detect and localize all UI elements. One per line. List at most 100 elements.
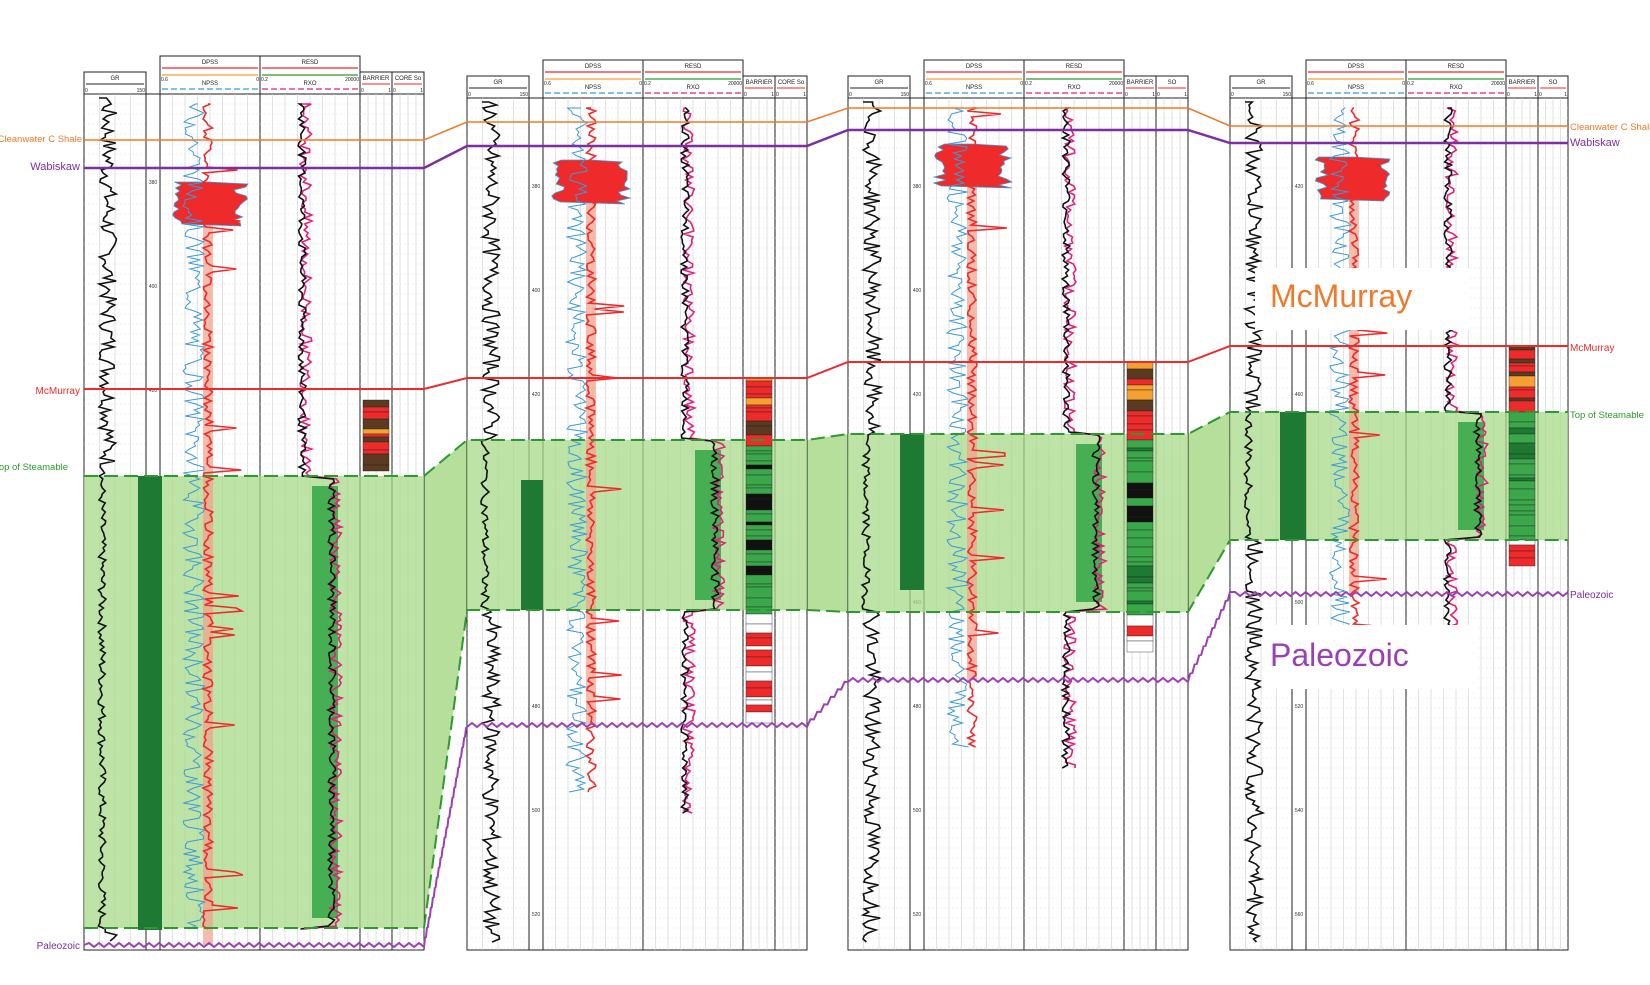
barrier-block [1126,410,1154,417]
barrier-block [1126,497,1154,507]
scale-max: 20000 [1491,81,1505,87]
barrier-block [1508,453,1536,460]
barrier-block [745,623,773,634]
track-title-so: SO [1549,80,1558,86]
label-paleozoic-right: Paleozoic [1570,590,1613,601]
barrier-block [745,637,773,647]
barrier-block [1508,458,1536,465]
steamable-zone [84,476,424,928]
track-subtitle: RXO [1067,85,1080,91]
barrier-block [745,704,773,713]
barrier-block [745,583,773,588]
barrier-block [1508,499,1536,506]
scale-min: 0 [468,92,471,98]
paleozoic-callout-text: Paleozoic [1270,637,1409,673]
scale-min: 0.2 [1407,81,1414,87]
gr-curve [479,101,503,943]
barrier-block [1508,442,1536,455]
track-title-barrier: BARRIER [363,76,390,82]
resd-curve [679,107,721,814]
label-steamable-left: Top of Steamable [0,462,68,473]
barrier-block [1126,399,1154,412]
barrier-block [362,449,390,455]
barrier-block [1126,384,1154,391]
barrier-block [1126,625,1154,637]
barrier-block [1126,368,1154,380]
barrier-block [1126,635,1154,642]
mcmurray-callout-text: McMurray [1270,278,1413,314]
horizon-mcm [84,345,1568,390]
depth-label: 540 [1295,808,1304,814]
dpss-curve [1347,107,1388,664]
resd-curve [1442,107,1484,682]
depth-label: 560 [1295,912,1304,918]
track-subtitle: RXO [303,81,316,87]
scale-min: 0 [776,92,779,98]
barrier-block [745,665,773,673]
gr-curve [96,97,119,942]
scale-max: 1 [1184,92,1187,98]
depth-label: 500 [532,808,541,814]
barrier-block [1126,471,1154,484]
scale-max: 1 [388,88,391,94]
barrier-block [1126,415,1154,425]
scale-min: 0.6 [544,81,551,87]
barrier-block [745,397,773,406]
scale-min: 0 [1507,92,1510,98]
dark-green-flag [1280,412,1306,540]
scale-max: 0 [1020,81,1023,87]
scale-max: 1 [1534,92,1537,98]
barrier-block [745,586,773,599]
track-subtitle: NPSS [1348,85,1364,91]
barrier-block [745,553,773,563]
barrier-block [745,460,773,466]
barrier-block [1508,557,1536,567]
barrier-block [745,425,773,436]
barrier-block [745,407,773,413]
scale-min: 0 [393,88,396,94]
barrier-block [745,445,773,452]
barrier-block [1126,450,1154,459]
barrier-block [1126,378,1154,386]
depth-label: 520 [532,912,541,918]
barrier-block [745,565,773,576]
barrier-block [745,464,773,470]
barrier-block [745,656,773,667]
depth-label: 380 [913,184,922,190]
horizon-wab [84,128,1568,170]
barrier-block [362,453,390,466]
barrier-block [1508,427,1536,435]
steamable-connector-fill [424,440,467,928]
horizon-pal [83,590,1569,949]
barrier-block [745,671,773,682]
barrier-block [745,539,773,551]
track-title-resd: RESD [302,60,319,66]
scale-min: 0.2 [1025,81,1032,87]
dark-green-flag [900,434,924,590]
track-title-so: SO [1168,80,1177,86]
barrier-block [1126,561,1154,567]
scale-max: 150 [520,92,529,98]
barrier-block [745,386,773,395]
barrier-block [745,393,773,399]
track-subtitle: NPSS [966,85,982,91]
depth-label: 500 [1295,600,1304,606]
barrier-block [1508,362,1536,367]
barrier-block [745,493,773,500]
track-title-barrier: BARRIER [1127,80,1154,86]
rxo-curve [680,107,727,814]
barrier-block [745,549,773,555]
scale-max: 20000 [345,77,359,83]
label-cleanwater-right: Cleanwater C Shale [1570,122,1650,133]
resistivity-fill [695,450,721,600]
scale-max: 150 [137,88,146,94]
scale-min: 0.6 [161,77,168,83]
scale-min: 0 [1231,92,1234,98]
barrier-block [1126,439,1154,449]
resd-curve [296,103,338,930]
oil-saturation-blob [932,143,1014,189]
track-title-resd: RESD [1448,64,1465,70]
barrier-block [362,411,390,420]
